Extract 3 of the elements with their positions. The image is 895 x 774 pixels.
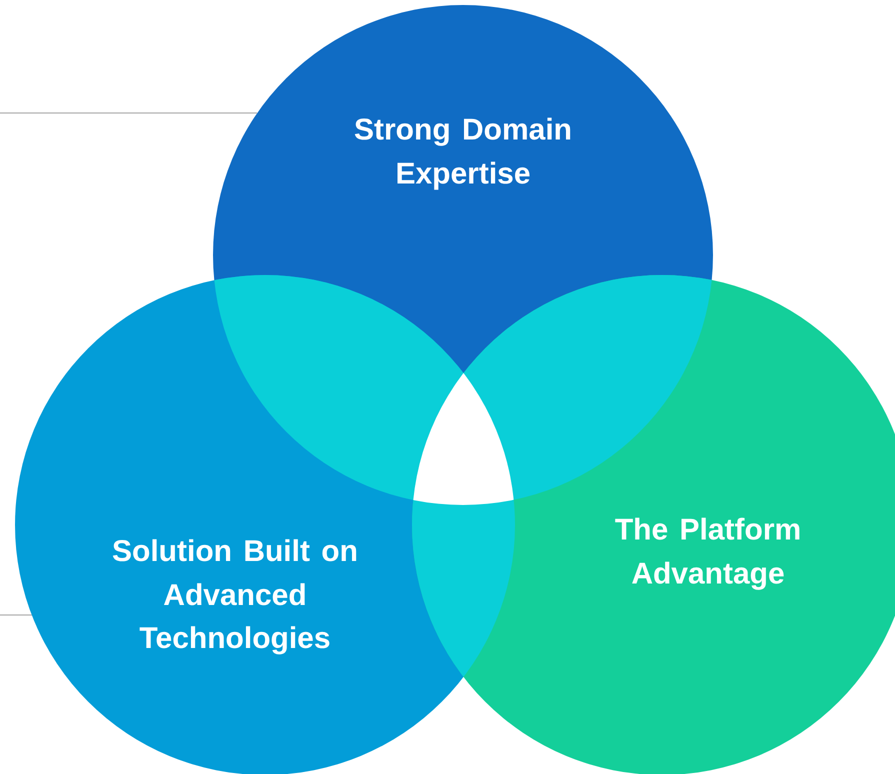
circle-label: Solution Built on Advanced Technologies xyxy=(100,530,370,660)
circle-label: The Platform Advantage xyxy=(568,508,848,596)
circle-label: Strong Domain Expertise xyxy=(303,108,623,196)
